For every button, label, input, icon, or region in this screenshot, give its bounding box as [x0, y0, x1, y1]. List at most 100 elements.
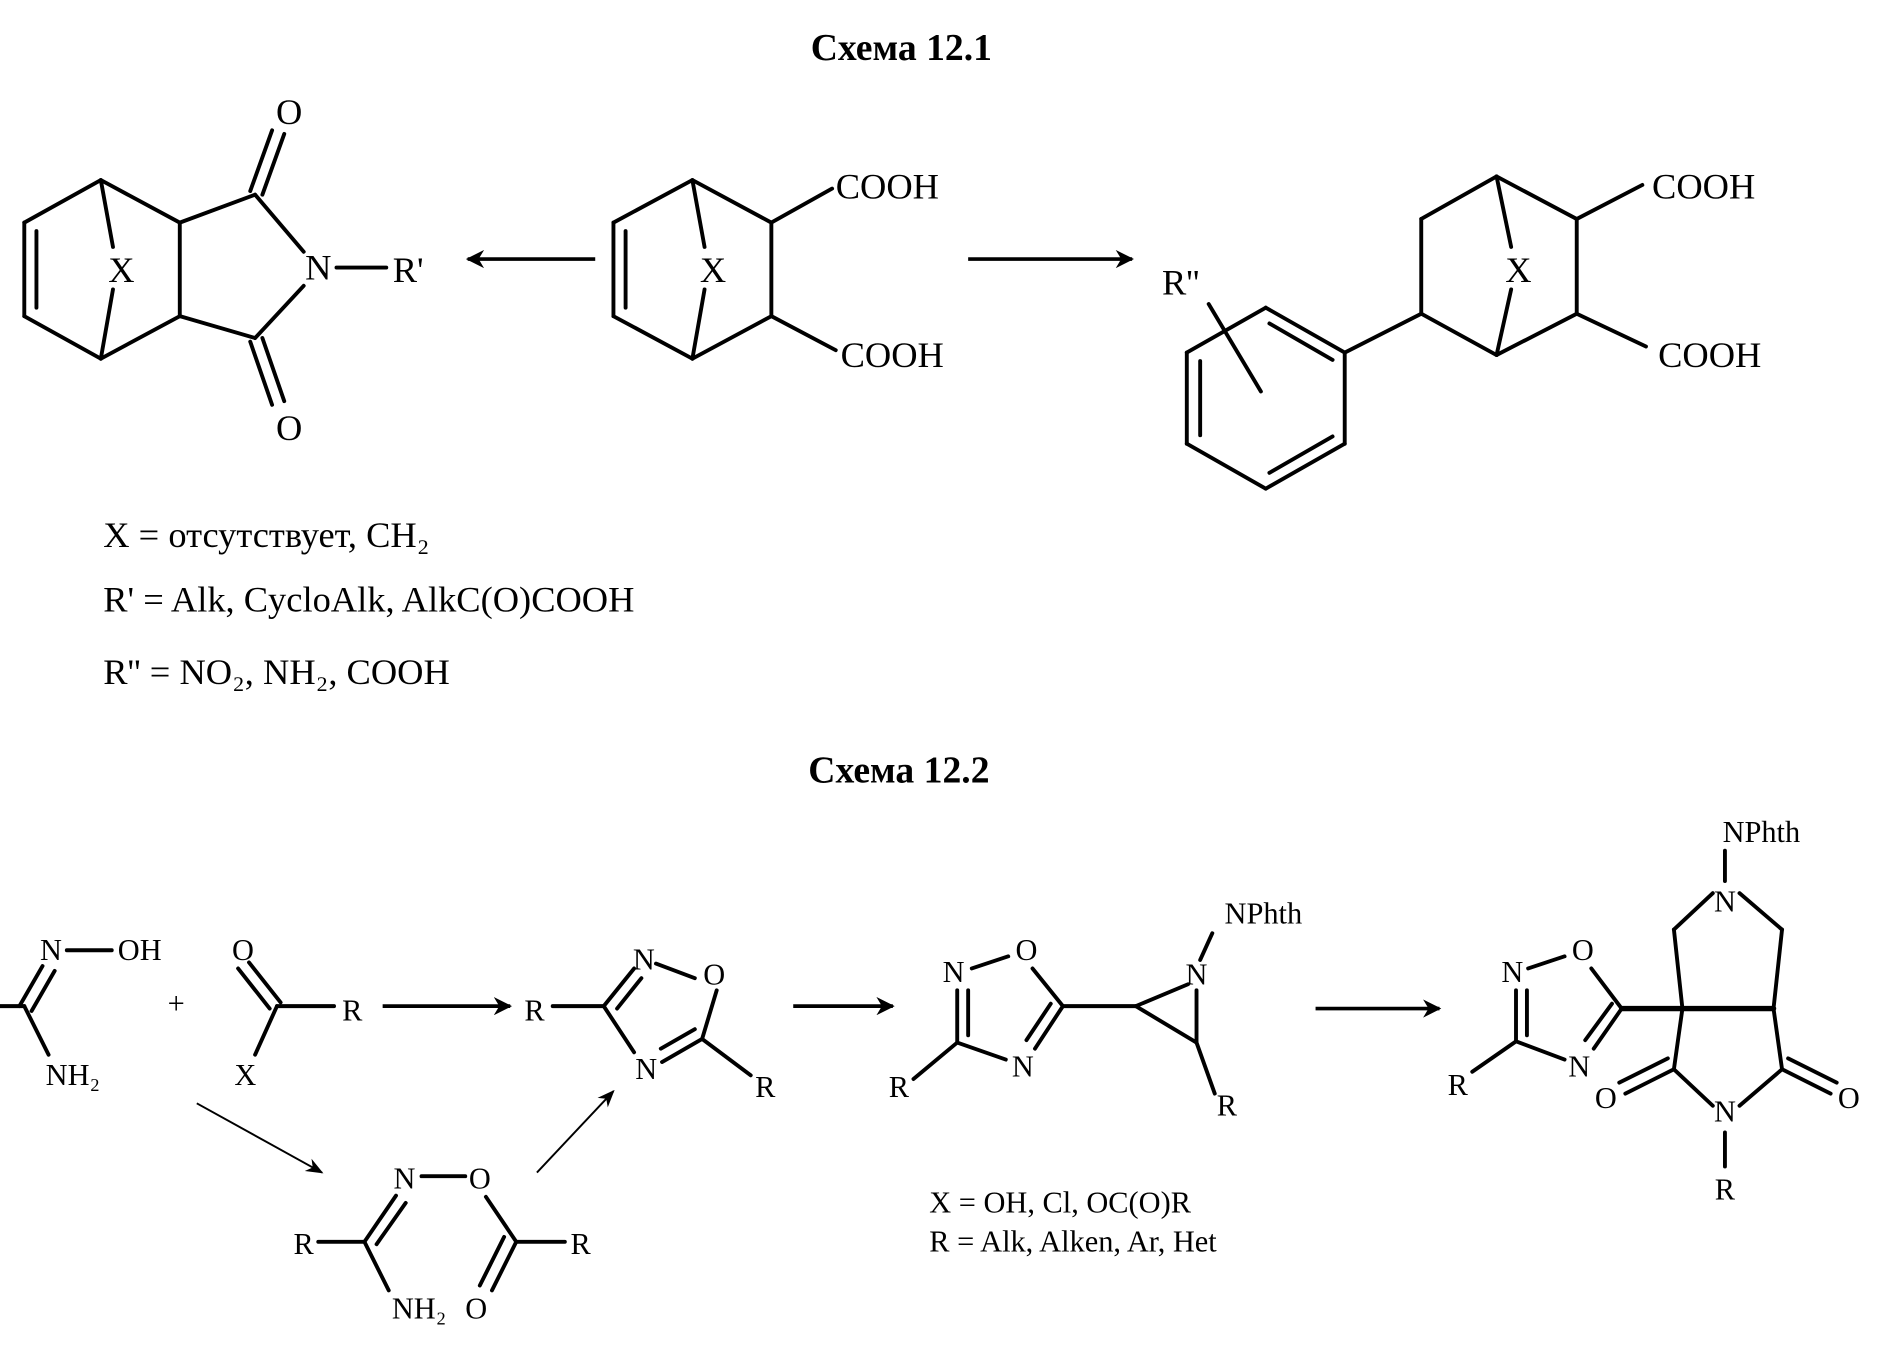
bond	[615, 976, 644, 1011]
bond	[1617, 1056, 1670, 1085]
bond	[1494, 311, 1579, 357]
bond	[1184, 441, 1268, 491]
atom-label: X	[1505, 250, 1531, 290]
bond	[1267, 321, 1335, 362]
atom-label: N	[1568, 1050, 1590, 1084]
bond	[1494, 174, 1514, 249]
bond	[690, 178, 774, 225]
atom-label: COOH	[1652, 166, 1755, 206]
scheme-12-1-title: Схема 12.1	[811, 27, 992, 69]
bond	[1030, 966, 1065, 1009]
bond	[1771, 927, 1784, 1011]
bond	[1583, 1001, 1614, 1043]
bond	[1591, 1006, 1624, 1051]
atom-label: N	[1012, 1050, 1034, 1084]
bond	[769, 186, 835, 225]
atom-label: COOH	[841, 335, 944, 375]
bond	[1133, 982, 1190, 1009]
bond	[700, 1036, 753, 1078]
legend-line: R' = Alk, CycloAlk, AlkC(O)COOH	[103, 579, 634, 619]
atom-label: N	[1501, 955, 1523, 989]
atom-label: N	[635, 1052, 657, 1086]
legend-line: X = OH, Cl, OC(O)R	[929, 1186, 1191, 1220]
reaction-arrow	[196, 1102, 324, 1174]
bond	[98, 178, 115, 249]
bond	[1494, 174, 1579, 221]
bond	[700, 988, 719, 1041]
bond	[1263, 305, 1347, 355]
reaction-arrow	[536, 1089, 615, 1174]
bond	[1514, 1039, 1567, 1062]
atom-label: N	[1714, 1095, 1736, 1129]
legend-line: R'' = NO₂, NH₂, COOH	[103, 652, 450, 692]
bond	[1574, 183, 1645, 221]
bond	[1671, 891, 1715, 932]
bond	[660, 1036, 705, 1064]
bond	[253, 283, 306, 340]
bond	[969, 954, 1011, 971]
bond	[1470, 1039, 1518, 1074]
bond	[611, 178, 695, 225]
atom-label: R	[755, 1070, 776, 1104]
bond	[654, 961, 697, 981]
atom-label: R	[571, 1227, 592, 1261]
bond	[98, 287, 115, 361]
atom-label: COOH	[836, 166, 939, 206]
atom-label: O	[232, 933, 254, 967]
legend-line: X = отсутствует, CH₂	[103, 515, 429, 555]
bond	[29, 968, 57, 1013]
bond	[374, 1200, 408, 1247]
atom-label: O	[703, 957, 725, 991]
atom-label: NPhth	[1225, 897, 1303, 931]
bond	[177, 192, 258, 225]
atom-label: N	[1714, 884, 1736, 918]
bond	[1206, 302, 1263, 394]
atom-label: O	[1595, 1081, 1617, 1115]
bond	[1737, 1067, 1784, 1108]
bond	[253, 1004, 279, 1057]
bond	[247, 960, 283, 1005]
bond	[1198, 931, 1215, 962]
bond	[1419, 174, 1499, 221]
bond	[477, 1234, 507, 1288]
bond	[601, 966, 637, 1009]
bond	[911, 1040, 960, 1081]
bond	[362, 1193, 398, 1244]
bond	[1671, 1067, 1715, 1108]
scheme-12-2-title: Схема 12.2	[808, 750, 989, 792]
atom-label: R'	[393, 250, 424, 290]
atom-label: R	[294, 1227, 315, 1261]
atom-label: NH₂	[392, 1291, 446, 1325]
bond	[1574, 311, 1648, 349]
bond	[22, 314, 103, 361]
bond	[601, 1004, 637, 1055]
bond	[362, 1239, 391, 1293]
bond	[1786, 1056, 1839, 1085]
bond	[690, 314, 774, 361]
atom-label: X	[700, 250, 726, 290]
atom-label: X	[108, 250, 134, 290]
plus-sign: +	[168, 986, 185, 1020]
bond	[483, 1194, 519, 1244]
atom-label: R	[1217, 1088, 1238, 1122]
atom-label: O	[276, 408, 302, 448]
bond	[1133, 1004, 1199, 1045]
bond	[260, 131, 287, 197]
bond	[1737, 891, 1784, 932]
atom-label: N	[633, 943, 655, 977]
bond	[1589, 966, 1624, 1011]
bond	[17, 964, 45, 1009]
atom-label: R	[1448, 1068, 1469, 1102]
atom-label: R	[889, 1070, 910, 1104]
bond	[1623, 1067, 1676, 1096]
bond	[22, 1004, 51, 1057]
bond	[236, 966, 272, 1011]
bond	[490, 1239, 519, 1293]
bond	[955, 1040, 1008, 1062]
bond	[1780, 1067, 1833, 1096]
bond	[1494, 287, 1514, 357]
bond	[177, 314, 258, 340]
bond	[1671, 927, 1685, 1011]
